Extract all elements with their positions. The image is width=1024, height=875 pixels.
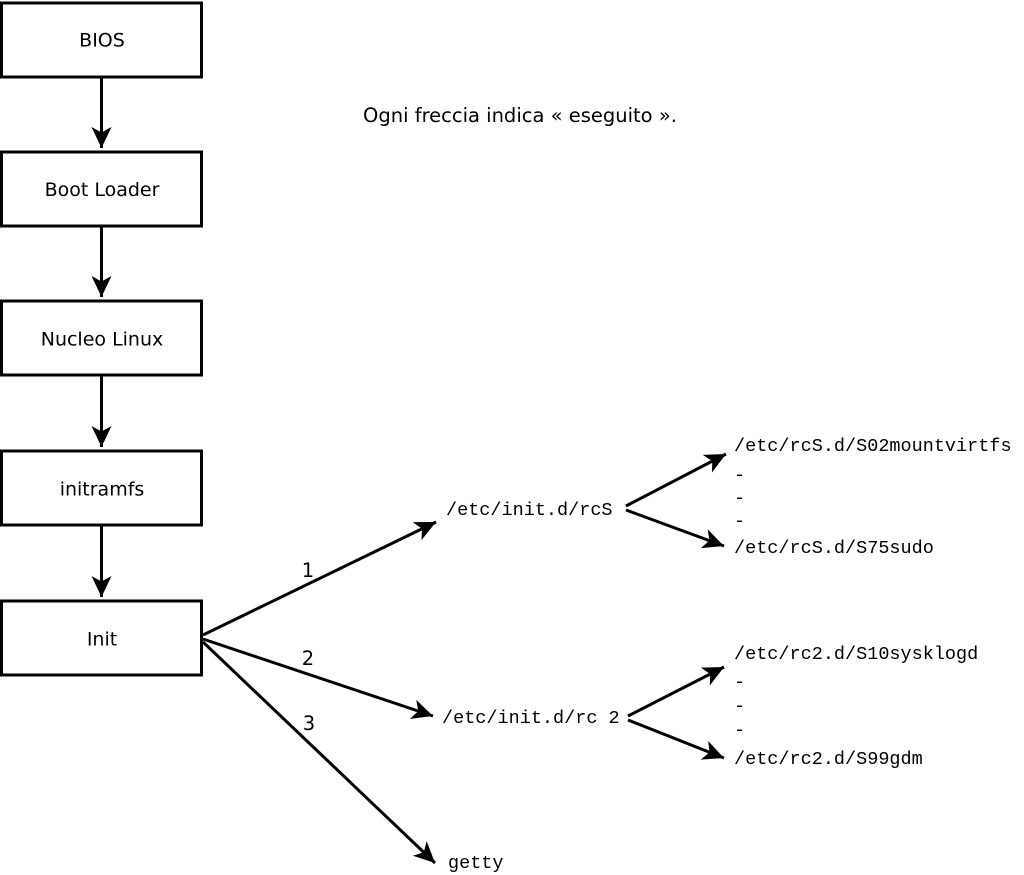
fan-arrow-rcs-bottom xyxy=(625,508,725,549)
branch-number-3: 3 xyxy=(303,712,315,735)
rcs-dash-item-1: - xyxy=(734,465,745,486)
flow-box-kernel: Nucleo Linux xyxy=(0,299,203,377)
flow-box-bios-rect xyxy=(0,1,203,79)
flow-box-bootloader-rect xyxy=(0,150,203,228)
fan-arrow-rc2-bottom xyxy=(627,718,725,760)
branch-number-2: 2 xyxy=(302,647,314,670)
flow-box-bootloader: Boot Loader xyxy=(0,150,203,228)
flow-box-init-label: Init xyxy=(87,629,117,651)
fan-arrow-rc2-top xyxy=(627,665,725,718)
arrow-init-to-rc2 xyxy=(202,637,434,719)
script-label-s10sysklogd: /etc/rc2.d/S10sysklogd xyxy=(734,644,978,665)
rcs-dash-item-3: - xyxy=(734,511,745,532)
arrow-init-to-rcs xyxy=(202,520,437,637)
flow-box-initramfs: initramfs xyxy=(0,449,203,527)
script-label-s99gdm: /etc/rc2.d/S99gdm xyxy=(734,749,923,770)
rc2-dash-item-2: - xyxy=(734,696,745,717)
target-label-rc2: /etc/init.d/rc 2 xyxy=(442,708,620,729)
rc2-dash-item-1: - xyxy=(734,672,745,693)
flow-box-initramfs-label: initramfs xyxy=(60,479,145,501)
script-label-s75sudo: /etc/rcS.d/S75sudo xyxy=(734,538,934,559)
flow-box-kernel-label: Nucleo Linux xyxy=(41,329,164,351)
rcs-dash-item-2: - xyxy=(734,488,745,509)
flow-box-bios: BIOS xyxy=(0,1,203,79)
flow-box-initramfs-rect xyxy=(0,449,203,527)
flow-box-init: Init xyxy=(0,599,203,677)
flow-box-bootloader-label: Boot Loader xyxy=(45,179,160,201)
fan-arrow-rcs-top xyxy=(625,452,727,508)
flow-box-bios-label: BIOS xyxy=(79,30,125,52)
branch-number-1: 1 xyxy=(302,559,314,582)
target-label-getty: getty xyxy=(448,853,504,874)
rc2-dash-item-3: - xyxy=(734,720,745,741)
flow-box-init-rect xyxy=(0,599,203,677)
target-label-rcs: /etc/init.d/rcS xyxy=(446,500,613,521)
script-label-s02mountvirtfs: /etc/rcS.d/S02mountvirtfs xyxy=(734,436,1012,457)
arrow-init-to-getty xyxy=(201,640,437,865)
note-text: Ogni freccia indica « eseguito ». xyxy=(363,104,677,127)
